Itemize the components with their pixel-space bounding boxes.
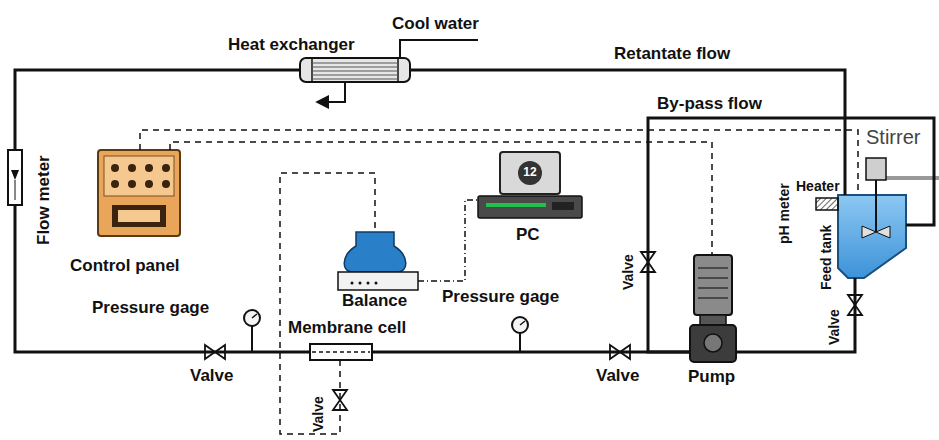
flow-meter: Flow meter [8,150,22,205]
pipe [15,70,300,150]
part-label: Valve [310,396,326,432]
pipe [410,70,845,195]
stream-label: Cool water [392,14,479,34]
pressure-gauge-symbol [244,310,260,352]
pc-symbol [478,152,582,218]
signal-line [418,200,478,281]
pressure-gauge-symbol [512,317,528,352]
control-panel: Control panel [98,150,180,236]
flow-label: By-pass flow [655,94,764,114]
part-label: Valve [620,254,636,290]
flow-meter-symbol [8,150,22,205]
pipe [648,118,934,352]
part-label: Valve [596,366,640,386]
pc: 12PC [478,152,582,218]
pump: Pump [690,255,736,362]
feed-tank-symbol [816,158,939,278]
screen-number: 12 [523,166,536,180]
signal-line [140,130,858,195]
membrane-cell: Membrane cell [310,344,372,360]
node-label: Balance [342,291,407,311]
part-label: Valve [190,366,234,386]
part-label: Valve [826,309,842,345]
balance-symbol [338,232,418,290]
node-label: Control panel [70,256,180,276]
node-label: Heat exchanger [228,35,355,55]
node-label: Membrane cell [288,318,406,338]
node-label: PC [516,225,540,245]
balance: Balance [338,228,418,290]
part-label: Pressure gage [442,287,559,307]
node-label: Pump [688,367,735,387]
pump-symbol [690,255,736,362]
pipe [736,278,855,352]
pipe [15,205,310,352]
membrane-cell-symbol [310,344,372,360]
pipe [372,351,690,354]
part-label: pH meter [776,183,792,244]
heat-exchanger: Heat exchanger [300,58,410,82]
feed-tank: Feed tank [838,195,906,278]
signal-line [170,142,712,255]
flow-label: Retantate flow [612,44,732,64]
part-label: Stirrer [866,126,920,149]
node-label: Feed tank [818,225,834,290]
node-label: Flow meter [34,155,54,245]
part-label: Heater [796,178,840,194]
control-panel-symbol [98,150,180,236]
part-label: Pressure gage [92,298,209,318]
